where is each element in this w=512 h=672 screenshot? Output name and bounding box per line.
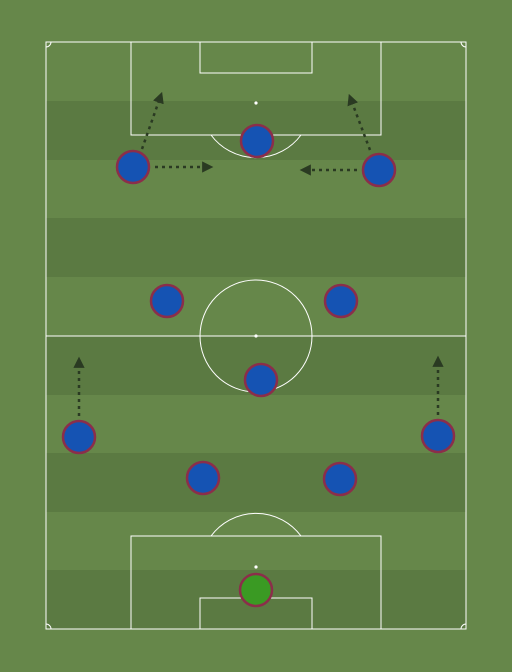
- player-winger-left[interactable]: [115, 149, 151, 185]
- players: [61, 123, 456, 608]
- stripe: [46, 218, 466, 277]
- bottom-penalty-spot: [254, 565, 258, 569]
- corner-arc-bottom-right: [460, 623, 467, 630]
- movement-arrows: [73, 91, 444, 416]
- arrow-winger-right-forward: [347, 93, 372, 151]
- top-goal-area: [199, 41, 313, 74]
- player-cb-left[interactable]: [185, 460, 221, 496]
- player-fb-left[interactable]: [61, 419, 97, 455]
- centre-spot: [254, 334, 258, 338]
- pitch-spots: [254, 101, 258, 569]
- corner-arc-top-right: [460, 41, 467, 48]
- player-cm-left[interactable]: [149, 283, 185, 319]
- stripe: [46, 453, 466, 512]
- bottom-penalty-arc: [210, 512, 302, 537]
- player-winger-right[interactable]: [361, 152, 397, 188]
- player-cm-right[interactable]: [323, 283, 359, 319]
- arrow-winger-left-forward: [140, 91, 164, 150]
- player-dm[interactable]: [243, 362, 279, 398]
- top-penalty-spot: [254, 101, 258, 105]
- player-striker[interactable]: [239, 123, 275, 159]
- player-goalkeeper[interactable]: [238, 572, 274, 608]
- player-fb-right[interactable]: [420, 418, 456, 454]
- corner-arc-bottom-left: [45, 623, 52, 630]
- player-cb-right[interactable]: [322, 461, 358, 497]
- corner-arc-top-left: [45, 41, 52, 48]
